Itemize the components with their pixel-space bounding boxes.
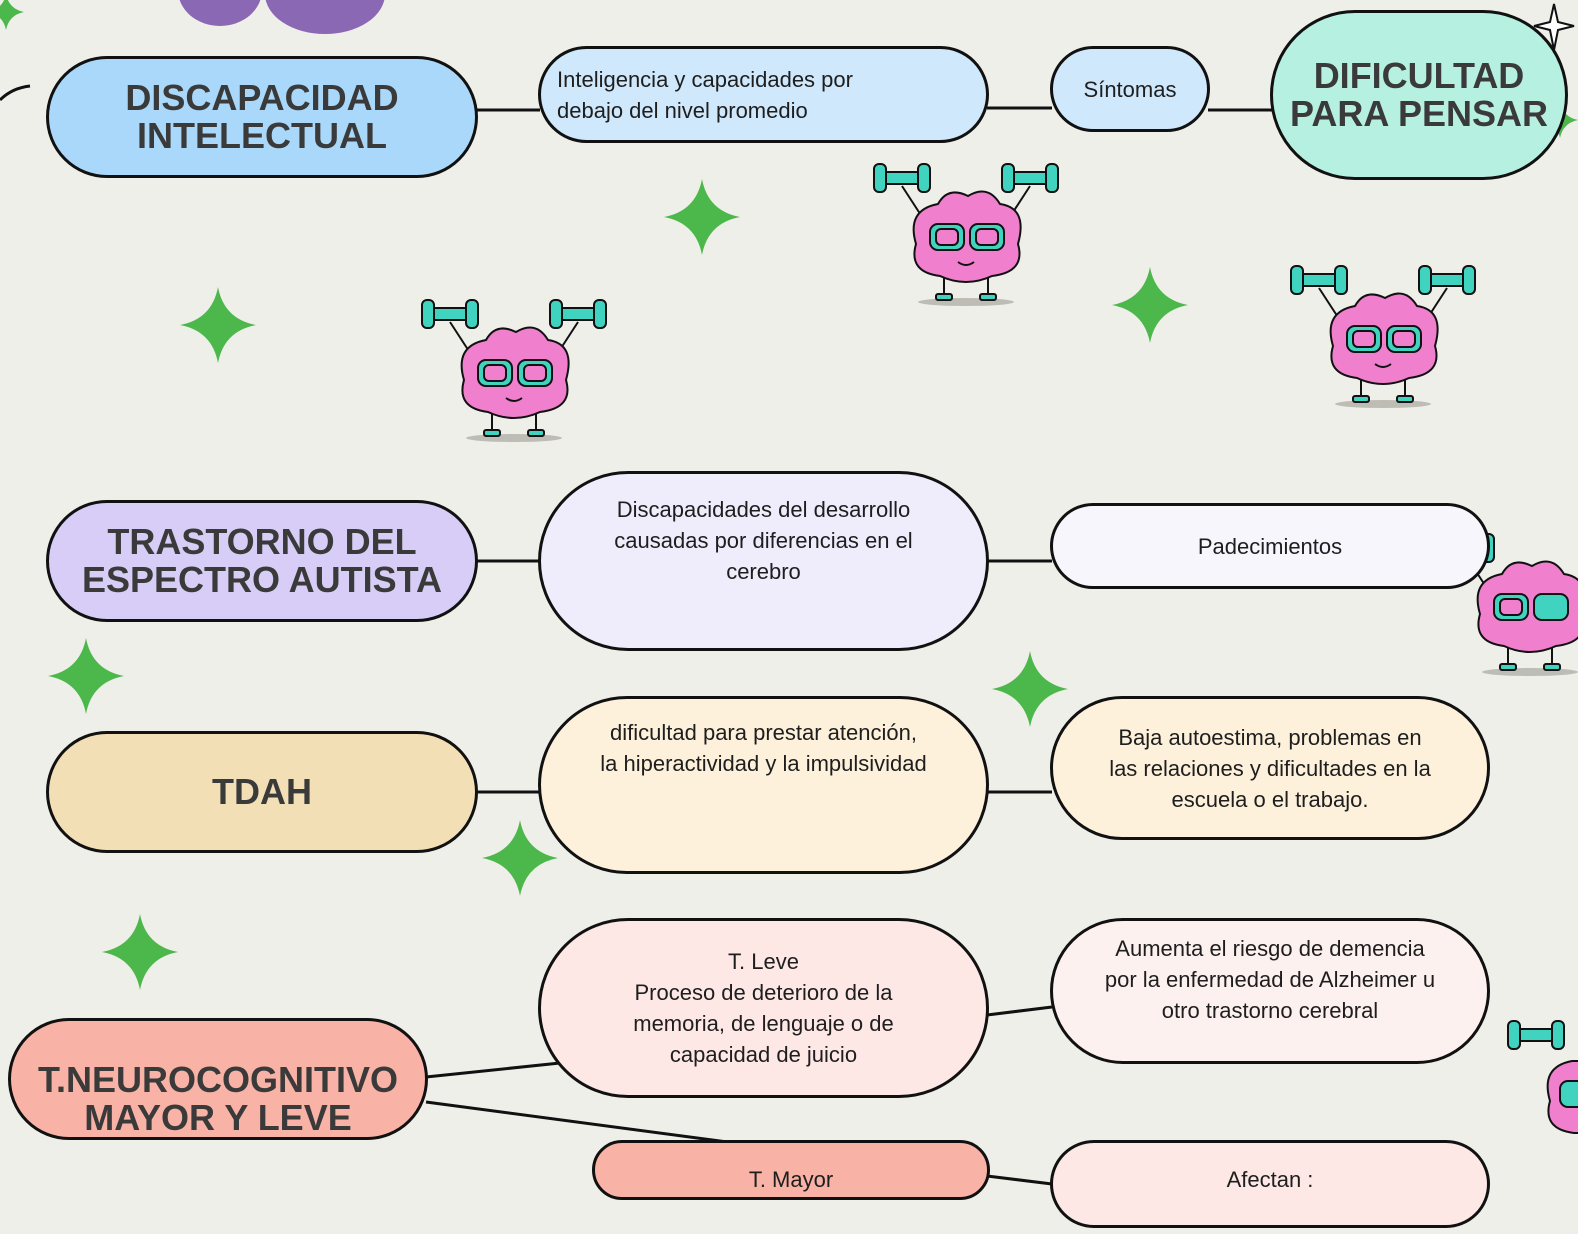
dificultad-para-pensar-node[interactable]: DIFICULTAD PARA PENSAR [1270, 10, 1568, 180]
purple-blob-icon [179, 0, 385, 34]
t-leve-node[interactable]: T. Leve Proceso de deterioro de la memor… [538, 918, 989, 1098]
brain-weightlifter-icon [1290, 265, 1476, 408]
connector-line [425, 1100, 736, 1145]
sparkle-star-icon [482, 820, 558, 896]
connector-line [986, 1005, 1053, 1017]
brain-weightlifter-icon [421, 299, 607, 442]
sparkle-star-icon [102, 914, 178, 990]
discapacidad-intelectual-node[interactable]: DISCAPACIDAD INTELECTUAL [46, 56, 478, 178]
sparkle-star-icon [48, 638, 124, 714]
tdah-description-node[interactable]: dificultad para prestar atención, la hip… [538, 696, 989, 874]
autismo-description-node[interactable]: Discapacidades del desarrollo causadas p… [538, 471, 989, 651]
connector-line [986, 1174, 1053, 1186]
trastorno-espectro-autista-node[interactable]: TRASTORNO DEL ESPECTRO AUTISTA [46, 500, 478, 622]
connector-line [0, 84, 31, 102]
padecimientos-node[interactable]: Padecimientos [1050, 503, 1490, 589]
t-mayor-node[interactable]: T. Mayor [592, 1140, 990, 1200]
sparkle-star-icon [992, 651, 1068, 727]
trastorno-neurocognitivo-node[interactable]: T.NEUROCOGNITIVO MAYOR Y LEVE [8, 1018, 428, 1140]
brain-weightlifter-icon [1507, 1020, 1578, 1134]
t-leve-effects-node[interactable]: Aumenta el riesgo de demencia por la enf… [1050, 918, 1490, 1064]
tdah-effects-node[interactable]: Baja autoestima, problemas en las relaci… [1050, 696, 1490, 840]
sparkle-star-icon [664, 179, 740, 255]
tdah-node[interactable]: TDAH [46, 731, 478, 853]
discapacidad-description-node[interactable]: Inteligencia y capacidades por debajo de… [538, 46, 989, 143]
sparkle-star-icon [0, 0, 24, 30]
sparkle-star-icon [1112, 267, 1188, 343]
connector-line [425, 1061, 561, 1079]
brain-weightlifter-icon [873, 163, 1059, 306]
afectan-node[interactable]: Afectan : [1050, 1140, 1490, 1228]
sparkle-star-icon [180, 287, 256, 363]
sintomas-node[interactable]: Síntomas [1050, 46, 1210, 132]
